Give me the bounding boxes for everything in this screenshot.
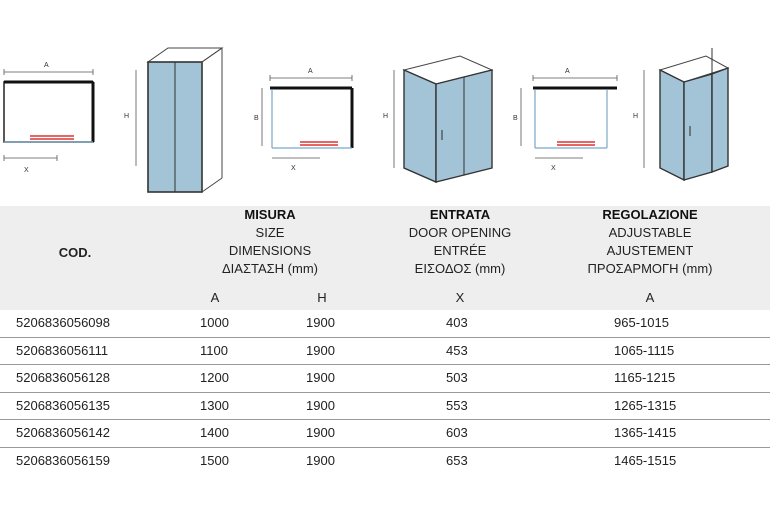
dim-label-x: X <box>551 165 556 172</box>
code-column-header: COD. <box>58 245 92 260</box>
size-a-value: 1400 <box>200 425 229 440</box>
product-code: 5206836056111 <box>16 342 109 358</box>
table-header: COD. MISURA SIZE DIMENSIONS ΔΙΑΣΤΑΣΗ (mm… <box>0 206 770 310</box>
opening-x-value: 603 <box>446 425 468 440</box>
dim-label-b: B <box>513 115 518 122</box>
size-heading-en: SIZE <box>255 225 285 240</box>
dim-label-a: A <box>308 68 313 75</box>
plan-view-niche: A X <box>0 58 100 178</box>
size-a-value: 1500 <box>200 452 229 468</box>
opening-heading-en: DOOR OPENING <box>408 225 512 240</box>
opening-x-value: 403 <box>446 315 468 330</box>
shower-3d-walk-in: H <box>630 40 740 190</box>
adjustable-range-value: 1065-1115 <box>614 342 675 358</box>
spec-table: COD. MISURA SIZE DIMENSIONS ΔΙΑΣΤΑΣΗ (mm… <box>0 206 770 474</box>
size-h-value: 1900 <box>306 370 335 385</box>
plan-view-side-panel: A B X <box>250 64 360 176</box>
dim-label-x: X <box>291 165 296 172</box>
table-row: 5206836056135 1300 1900 553 1265-1315 <box>0 393 770 420</box>
adjustable-range-value: 1365-1415 <box>614 425 677 440</box>
adjustment-heading-gr: ΠΡΟΣΑΡΜΟΓΗ (mm) <box>587 261 713 276</box>
size-heading-gr: ΔΙΑΣΤΑΣΗ (mm) <box>221 261 318 276</box>
adjustable-range-value: 1265-1315 <box>614 397 677 413</box>
subheader-adjustable-a: A <box>645 290 655 305</box>
subheader-h: H <box>317 290 327 305</box>
opening-heading-fr: ENTRÉE <box>433 243 487 258</box>
dim-label-a: A <box>565 68 570 75</box>
adjustable-range-value: 1465-1515 <box>614 452 677 468</box>
size-a-value: 1300 <box>200 397 229 413</box>
size-h-value: 1900 <box>306 425 335 440</box>
product-code: 5206836056135 <box>16 397 110 413</box>
subheader-a: A <box>210 290 220 305</box>
opening-x-value: 553 <box>446 397 468 413</box>
table-row: 5206836056098 1000 1900 403 965-1015 <box>0 310 770 338</box>
table-row: 5206836056128 1200 1900 503 1165-1215 <box>0 365 770 393</box>
dim-label-a: A <box>44 62 49 69</box>
table-row: 5206836056159 1500 1900 653 1465-1515 <box>0 448 770 475</box>
table-row: 5206836056111 1100 1900 453 1065-1115 <box>0 338 770 365</box>
product-code: 5206836056098 <box>16 315 110 330</box>
product-drawings: A X H <box>0 0 770 200</box>
dim-label-h: H <box>383 113 388 120</box>
adjustment-heading: REGOLAZIONE <box>602 207 698 222</box>
table-row: 5206836056142 1400 1900 603 1365-1415 <box>0 420 770 448</box>
dim-label-x: X <box>24 167 29 174</box>
opening-x-value: 503 <box>446 370 468 385</box>
size-heading: MISURA <box>244 207 296 222</box>
adjustment-column-header: REGOLAZIONE ADJUSTABLE AJUSTEMENT ΠΡΟΣΑΡ… <box>560 206 740 278</box>
size-h-value: 1900 <box>306 397 335 413</box>
size-h-value: 1900 <box>306 452 335 468</box>
opening-heading-gr: ΕΙΣΟΔΟΣ (mm) <box>414 261 506 276</box>
product-code: 5206836056159 <box>16 452 110 468</box>
size-a-value: 1100 <box>200 342 228 358</box>
opening-x-value: 453 <box>446 342 468 358</box>
product-code: 5206836056128 <box>16 370 110 385</box>
opening-heading: ENTRATA <box>429 207 491 222</box>
dim-label-b: B <box>254 115 259 122</box>
subheader-x: X <box>455 290 465 305</box>
shower-3d-niche: H <box>120 38 230 198</box>
opening-column-header: ENTRATA DOOR OPENING ENTRÉE ΕΙΣΟΔΟΣ (mm) <box>380 206 540 278</box>
size-h-value: 1900 <box>306 342 335 358</box>
adjustment-heading-fr: AJUSTEMENT <box>606 243 694 258</box>
adjustable-range-value: 1165-1215 <box>614 370 676 385</box>
size-a-value: 1000 <box>200 315 229 330</box>
opening-x-value: 653 <box>446 452 468 468</box>
product-code: 5206836056142 <box>16 425 110 440</box>
size-column-header: MISURA SIZE DIMENSIONS ΔΙΑΣΤΑΣΗ (mm) <box>185 206 355 278</box>
size-heading-fr: DIMENSIONS <box>228 243 312 258</box>
size-h-value: 1900 <box>306 315 335 330</box>
shower-3d-side-panel: H <box>380 40 500 190</box>
plan-view-walk-in: A B X <box>505 64 630 176</box>
dim-label-h: H <box>124 113 129 120</box>
size-a-value: 1200 <box>200 370 229 385</box>
adjustable-range-value: 965-1015 <box>614 315 669 330</box>
dim-label-h: H <box>633 113 638 120</box>
adjustment-heading-en: ADJUSTABLE <box>608 225 692 240</box>
